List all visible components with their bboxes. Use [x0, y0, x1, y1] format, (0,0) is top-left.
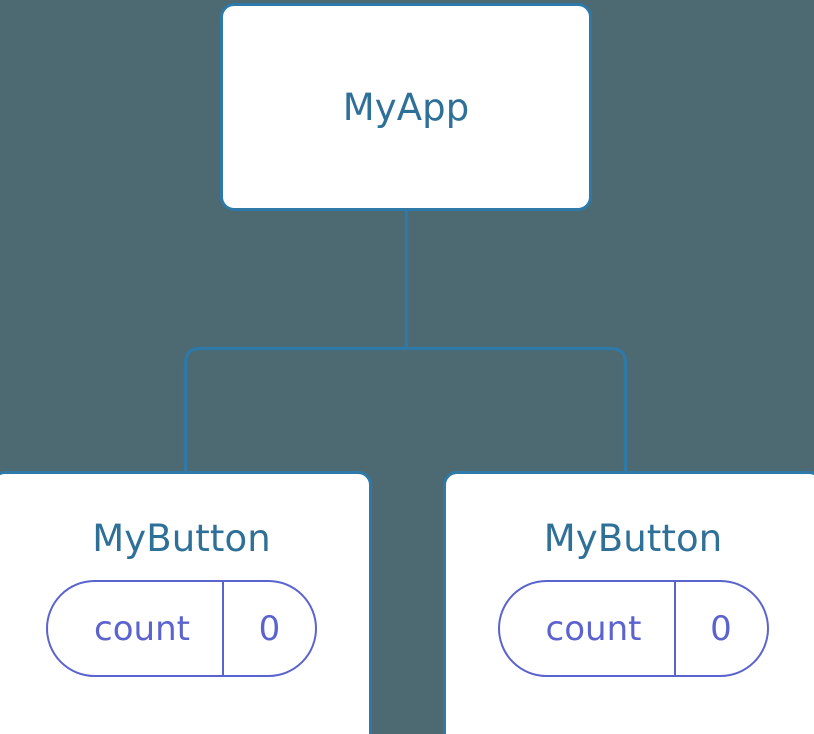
node-title: MyApp [342, 85, 470, 129]
state-pill-count[interactable]: count 0 [46, 580, 317, 677]
node-title: MyButton [92, 517, 271, 560]
state-pill-key: count [94, 608, 190, 649]
node-title: MyButton [543, 517, 723, 560]
connector-branch-left [183, 346, 407, 472]
node-mybutton-left[interactable]: MyButton count 0 [0, 471, 372, 734]
node-mybutton-right[interactable]: MyButton count 0 [443, 471, 814, 734]
state-pill-count[interactable]: count 0 [497, 580, 769, 677]
state-pill-key: count [545, 608, 642, 649]
node-myapp[interactable]: MyApp [220, 3, 592, 211]
state-pill-value: 0 [222, 582, 315, 675]
state-pill-value: 0 [673, 582, 767, 675]
connector-branch-right [406, 346, 628, 472]
